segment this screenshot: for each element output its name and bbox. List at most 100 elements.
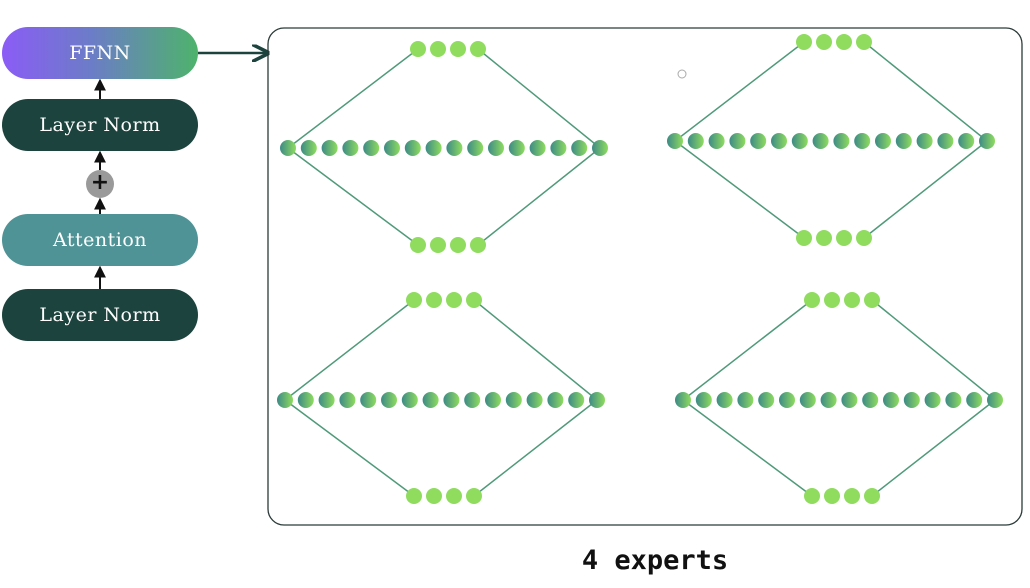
experts-layer [277,34,1003,504]
hidden-neuron [958,133,975,149]
hidden-neuron [841,392,858,408]
input-neuron [406,292,422,308]
hidden-neuron [464,392,481,408]
hidden-neuron [687,133,704,149]
hidden-neuron [467,140,484,156]
input-neuron [816,34,832,50]
input-neuron [466,292,482,308]
hidden-neuron [381,392,397,408]
hidden-neuron [277,392,293,408]
hidden-neuron [737,392,754,408]
hidden-neuron [550,140,567,156]
hidden-neuron [321,140,338,156]
expert-connector [682,399,813,497]
ffnn-block[interactable]: FFNN [2,27,198,79]
hidden-neuron [280,140,296,156]
hidden-neuron [571,140,588,156]
hidden-neuron [966,392,983,408]
output-neuron [844,488,860,504]
output-neuron [864,488,880,504]
hidden-neuron [488,140,504,156]
expert-1 [280,41,608,253]
output-neuron [836,230,852,246]
expert-connector [287,48,419,149]
hidden-neuron [384,140,400,156]
input-neuron [430,41,446,57]
hidden-neuron [750,133,767,149]
expert-connector [473,299,598,401]
input-neuron [824,292,840,308]
input-neuron [470,41,486,57]
output-neuron [426,488,442,504]
hidden-neuron [446,140,463,156]
expert-connector [682,299,813,401]
add-icon: + [86,170,114,198]
hidden-neuron [820,392,837,408]
hidden-neuron [862,392,879,408]
expert-connector [871,399,996,497]
expert-connector [473,399,598,497]
expert-4 [675,292,1003,504]
hidden-neuron [812,133,829,149]
experts-panel [267,27,1023,526]
hidden-neuron [833,133,850,149]
hidden-neuron [342,140,359,156]
input-neuron [410,41,426,57]
input-neuron [836,34,852,50]
hidden-neuron [401,392,418,408]
attention-block[interactable]: Attention [2,214,198,266]
hidden-neuron [443,392,460,408]
hidden-neuron [791,133,808,149]
expert-connector [284,399,415,497]
hidden-neuron [716,392,733,408]
hidden-neuron [729,133,746,149]
hidden-neuron [708,133,725,149]
output-neuron [410,237,426,253]
output-neuron [824,488,840,504]
expert-connector [287,147,419,246]
hidden-neuron [404,140,421,156]
hidden-neuron [592,140,608,156]
hidden-neuron [937,133,954,149]
hidden-neuron [945,392,962,408]
hidden-neuron [360,392,377,408]
output-neuron [450,237,466,253]
hidden-neuron [979,133,995,149]
hidden-neuron [675,392,691,408]
hidden-neuron [895,133,912,149]
hidden-neuron [779,392,795,408]
output-neuron [816,230,832,246]
hidden-neuron [695,392,712,408]
output-neuron [430,237,446,253]
hidden-neuron [318,392,335,408]
hidden-neuron [300,140,317,156]
hidden-neuron [916,133,933,149]
layer-norm-top-block[interactable]: Layer Norm [2,99,198,151]
input-neuron [804,292,820,308]
hidden-neuron [771,133,787,149]
hidden-neuron [425,140,442,156]
experts-caption: 4 experts [581,545,729,576]
output-neuron [796,230,812,246]
hidden-neuron [875,133,891,149]
input-neuron [796,34,812,50]
layer-norm-bottom-block[interactable]: Layer Norm [2,289,198,341]
output-neuron [466,488,482,504]
expert-connector [674,140,805,239]
hidden-neuron [422,392,439,408]
expert-connector [674,41,805,142]
input-neuron [450,41,466,57]
expert-connector [871,299,996,401]
hidden-neuron [526,392,543,408]
hidden-neuron [903,392,920,408]
input-neuron [426,292,442,308]
expert-2 [667,34,995,246]
expert-connector [477,147,601,246]
hidden-neuron [589,392,605,408]
hidden-neuron [485,392,501,408]
hidden-neuron [924,392,941,408]
hidden-neuron [339,392,356,408]
hidden-neuron [799,392,816,408]
input-neuron [864,292,880,308]
